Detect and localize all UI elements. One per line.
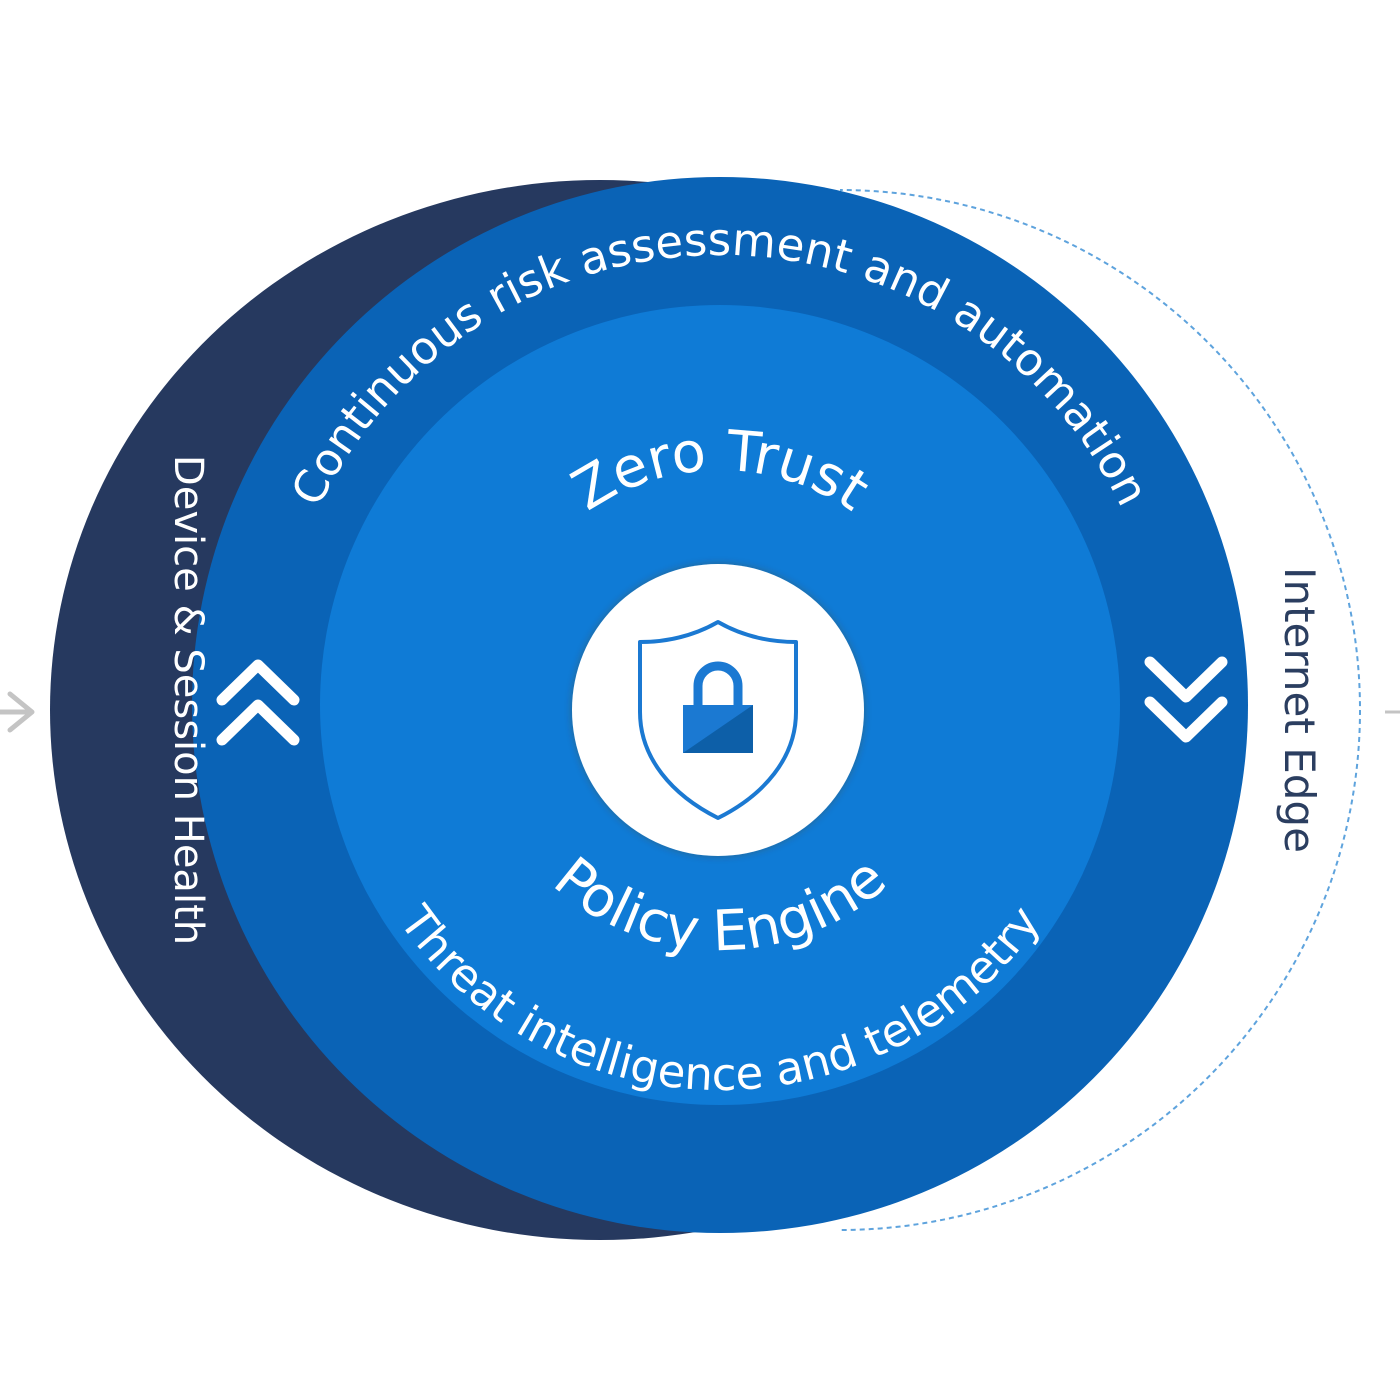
device-session-label: Device & Session Health	[165, 455, 211, 945]
internet-edge-label: Internet Edge	[1275, 567, 1324, 853]
left-arrow-icon	[0, 691, 35, 733]
double-chevron-up-icon	[216, 659, 300, 746]
shield-lock-icon	[638, 620, 798, 820]
double-chevron-down-icon	[1144, 656, 1228, 743]
internet-edge-label-path: Internet Edge	[1275, 567, 1324, 853]
device-session-label-path: Device & Session Health	[165, 455, 211, 945]
